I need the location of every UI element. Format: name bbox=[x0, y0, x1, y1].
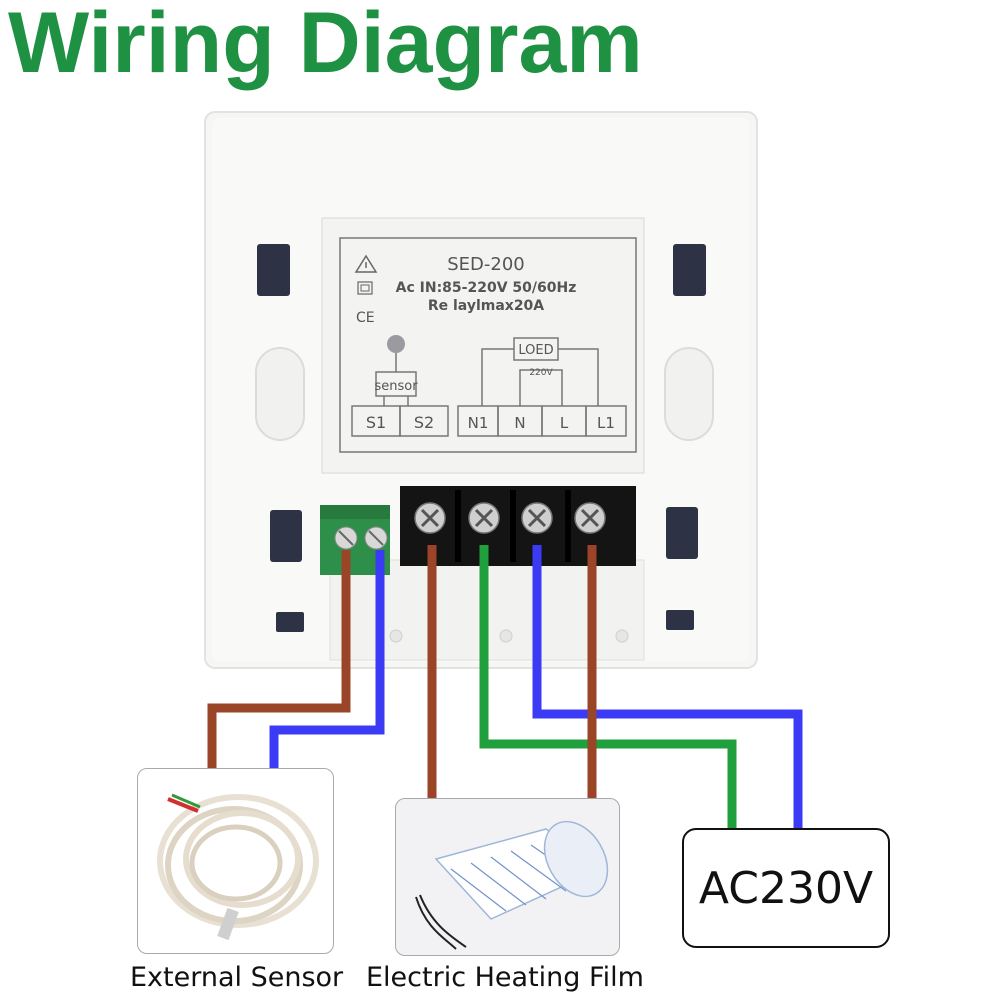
heating-film-photo bbox=[395, 798, 620, 956]
model-number: SED-200 bbox=[447, 254, 525, 275]
sensor-wire-blue bbox=[269, 550, 385, 770]
power-terminal-block bbox=[400, 486, 636, 566]
input-spec: Ac IN:85-220V 50/60Hz bbox=[396, 280, 577, 296]
wires bbox=[207, 545, 803, 828]
terminal-s2: S2 bbox=[414, 413, 434, 432]
terminal-l1: L1 bbox=[597, 414, 615, 432]
mount-slot bbox=[270, 510, 302, 562]
ac-power-label: AC230V bbox=[698, 862, 874, 914]
terminal-l: L bbox=[560, 414, 569, 432]
external-sensor-photo bbox=[137, 768, 334, 954]
sensor-label: sensor bbox=[374, 379, 418, 394]
mount-slot bbox=[673, 244, 706, 296]
load-label: LOED bbox=[518, 343, 553, 358]
relay-spec: Re laylmax20A bbox=[428, 298, 544, 314]
ac-power-box: AC230V bbox=[682, 828, 890, 948]
ce-mark-icon: CE bbox=[356, 310, 375, 326]
voltage-label: 220V bbox=[529, 368, 553, 378]
external-sensor-caption: External Sensor bbox=[130, 962, 344, 993]
mount-slot bbox=[666, 610, 694, 630]
heating-mat-icon bbox=[415, 820, 609, 950]
warning-icon bbox=[354, 254, 378, 273]
diagram-title: Wiring Diagram bbox=[8, 0, 643, 91]
heating-film-caption: Electric Heating Film bbox=[366, 962, 644, 993]
spec-label: CE SED-200 Ac IN:85-220V 50/60Hz Re layl… bbox=[321, 217, 645, 474]
power-wire-blue bbox=[532, 545, 803, 828]
terminal-s1: S1 bbox=[366, 413, 386, 432]
mount-slot bbox=[666, 507, 698, 559]
sensor-wire-brown bbox=[207, 550, 351, 772]
terminal-n: N bbox=[514, 414, 525, 432]
terminal-n1: N1 bbox=[468, 414, 489, 432]
mount-slot bbox=[257, 244, 290, 296]
mount-slot bbox=[276, 612, 304, 632]
power-wire-green bbox=[479, 545, 737, 828]
double-insulation-icon bbox=[357, 281, 373, 295]
sensor-cable-icon bbox=[157, 793, 319, 941]
